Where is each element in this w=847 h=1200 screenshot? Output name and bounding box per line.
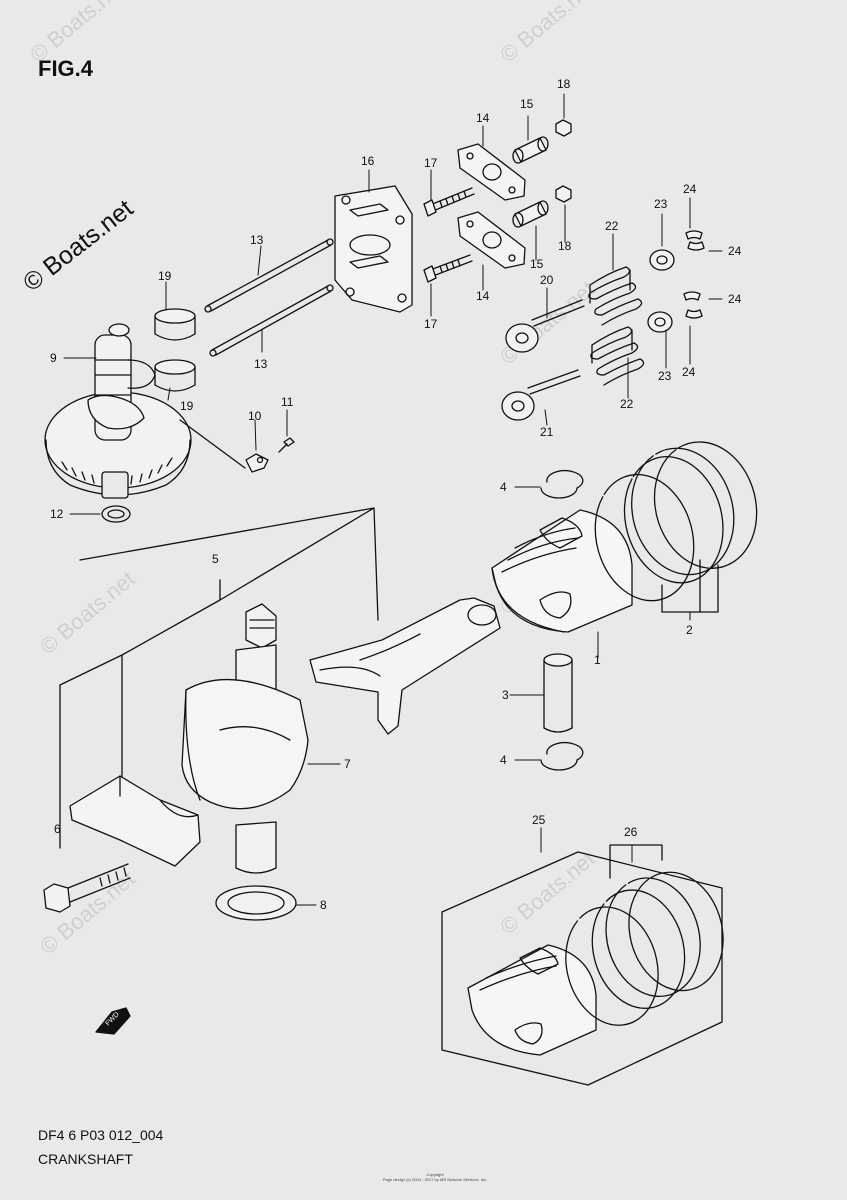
rocker-arm-upper [457, 143, 526, 201]
rod-bolt [43, 863, 131, 913]
callout-number: 18 [557, 77, 571, 91]
callout-number: 15 [520, 97, 534, 111]
piston [491, 509, 633, 633]
callout-number: 6 [54, 822, 61, 836]
piston-pin [543, 653, 573, 733]
valve-lifter-upper [154, 308, 196, 341]
connecting-rod [309, 597, 501, 735]
callout-number: 10 [248, 409, 262, 423]
callout-number: 26 [624, 825, 638, 839]
diagram-caption: CRANKSHAFT [38, 1151, 133, 1167]
callout-number: 3 [502, 688, 509, 702]
spring-retainer-upper [649, 249, 675, 271]
valve-cotter [685, 230, 703, 240]
nut-upper [555, 119, 572, 137]
rod-cap [69, 775, 201, 867]
rocker-arm-lower [457, 211, 526, 269]
oversize-piston-kit-box [441, 851, 723, 1086]
valve-spring-lower [590, 326, 645, 386]
crankshaft [181, 603, 309, 874]
callout-number: 15 [530, 257, 544, 271]
callout-number: 16 [361, 154, 375, 168]
valve-spring-upper [588, 266, 643, 326]
piston-ring-set [594, 441, 758, 613]
figure-title: FIG.4 [38, 56, 94, 81]
callout-number: 23 [654, 197, 668, 211]
callout-number: 22 [605, 219, 619, 233]
callout-number: 5 [212, 552, 219, 566]
callout-number: 22 [620, 397, 634, 411]
callout-number: 7 [344, 757, 351, 771]
valve-cotter [687, 241, 705, 251]
rocker-pivot-upper [512, 136, 549, 164]
push-rod-upper [204, 238, 334, 313]
oversize-piston-rings [565, 844, 724, 1026]
washer-12 [101, 505, 131, 523]
callout-number: 24 [682, 365, 696, 379]
copyright-line: Copyright [426, 1172, 444, 1177]
callout-leaders [63, 93, 723, 906]
nut-lower [555, 185, 572, 203]
callout-number: 1 [594, 653, 601, 667]
callout-number: 24 [728, 244, 742, 258]
exhaust-valve [501, 369, 581, 421]
stud-upper [423, 187, 475, 217]
callout-labels: 1 2 3 4 4 5 6 7 8 9 10 11 12 13 13 14 14… [50, 77, 742, 912]
callout-number: 18 [558, 239, 572, 253]
push-rod-lower [209, 284, 334, 357]
copyright-notice: Copyright Page design (c) 2004 - 2017 by… [340, 1172, 530, 1182]
callout-number: 17 [424, 317, 438, 331]
callout-number: 12 [50, 507, 64, 521]
copyright-line: Page design (c) 2004 - 2017 by ARI Netwo… [382, 1177, 488, 1182]
callout-number: 2 [686, 623, 693, 637]
camshaft-gear [44, 323, 192, 499]
intake-valve [505, 299, 585, 353]
callout-number: 14 [476, 289, 490, 303]
callout-number: 19 [180, 399, 194, 413]
callout-number: 23 [658, 369, 672, 383]
stud-lower [423, 254, 473, 283]
callout-number: 21 [540, 425, 554, 439]
crankshaft-washer [215, 885, 297, 921]
callout-number: 24 [683, 182, 697, 196]
callout-number: 13 [254, 357, 268, 371]
assembly-bracket-lines [59, 507, 379, 781]
callout-number: 4 [500, 753, 507, 767]
diagram-code: DF4 6 P03 012_004 [38, 1127, 164, 1143]
piston-pin-circlip [540, 469, 584, 499]
valve-cotter [685, 309, 703, 319]
callout-number: 13 [250, 233, 264, 247]
rocker-pivot-lower [512, 200, 549, 228]
leader-line [179, 419, 246, 469]
callout-number: 11 [281, 395, 294, 409]
spring-retainer-lower [647, 311, 673, 333]
rocker-gasket-plate [334, 185, 413, 313]
callout-number: 19 [158, 269, 172, 283]
callout-number: 25 [532, 813, 546, 827]
valve-lifter-lower [154, 359, 196, 392]
callout-number: 24 [728, 292, 742, 306]
valve-cotter [683, 291, 701, 301]
plate-and-screw [245, 437, 295, 473]
oversize-piston [467, 944, 597, 1056]
callout-number: 4 [500, 480, 507, 494]
callout-number: 14 [476, 111, 490, 125]
callout-number: 8 [320, 898, 327, 912]
forward-direction-arrow: FWD [95, 1007, 131, 1035]
callout-number: 9 [50, 351, 57, 365]
piston-pin-circlip [540, 741, 584, 771]
callout-number: 17 [424, 156, 438, 170]
callout-number: 20 [540, 273, 554, 287]
